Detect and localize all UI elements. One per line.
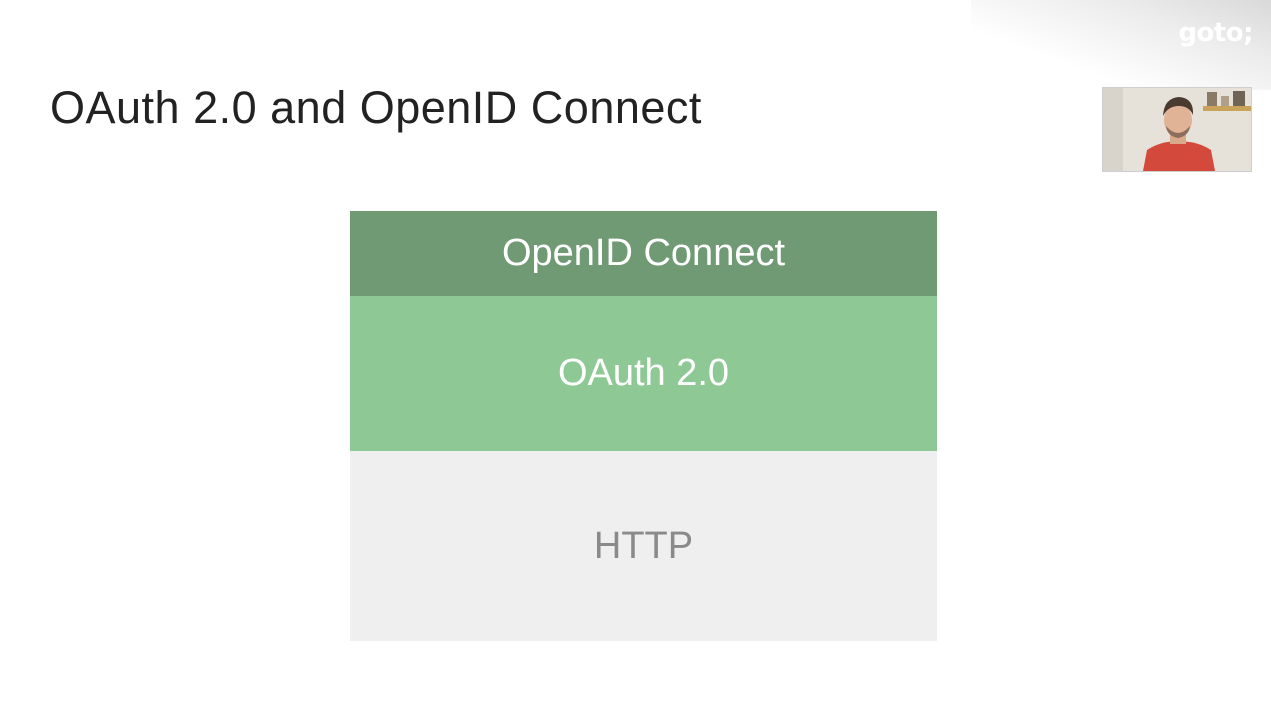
openid-connect-layer: OpenID Connect: [350, 211, 937, 296]
slide-title: OAuth 2.0 and OpenID Connect: [50, 82, 702, 133]
http-label: HTTP: [593, 524, 694, 567]
http-layer: HTTP: [350, 451, 937, 641]
goto-logo: goto;: [1178, 18, 1253, 48]
presenter-webcam-thumbnail: [1102, 87, 1252, 172]
presenter-video-icon: [1103, 88, 1251, 171]
protocol-stack-diagram: OpenID Connect OAuth 2.0 HTTP: [350, 211, 937, 641]
oauth2-layer: OAuth 2.0: [350, 296, 937, 451]
openid-connect-label: OpenID Connect: [501, 232, 786, 274]
oauth2-label: OAuth 2.0: [557, 352, 730, 394]
